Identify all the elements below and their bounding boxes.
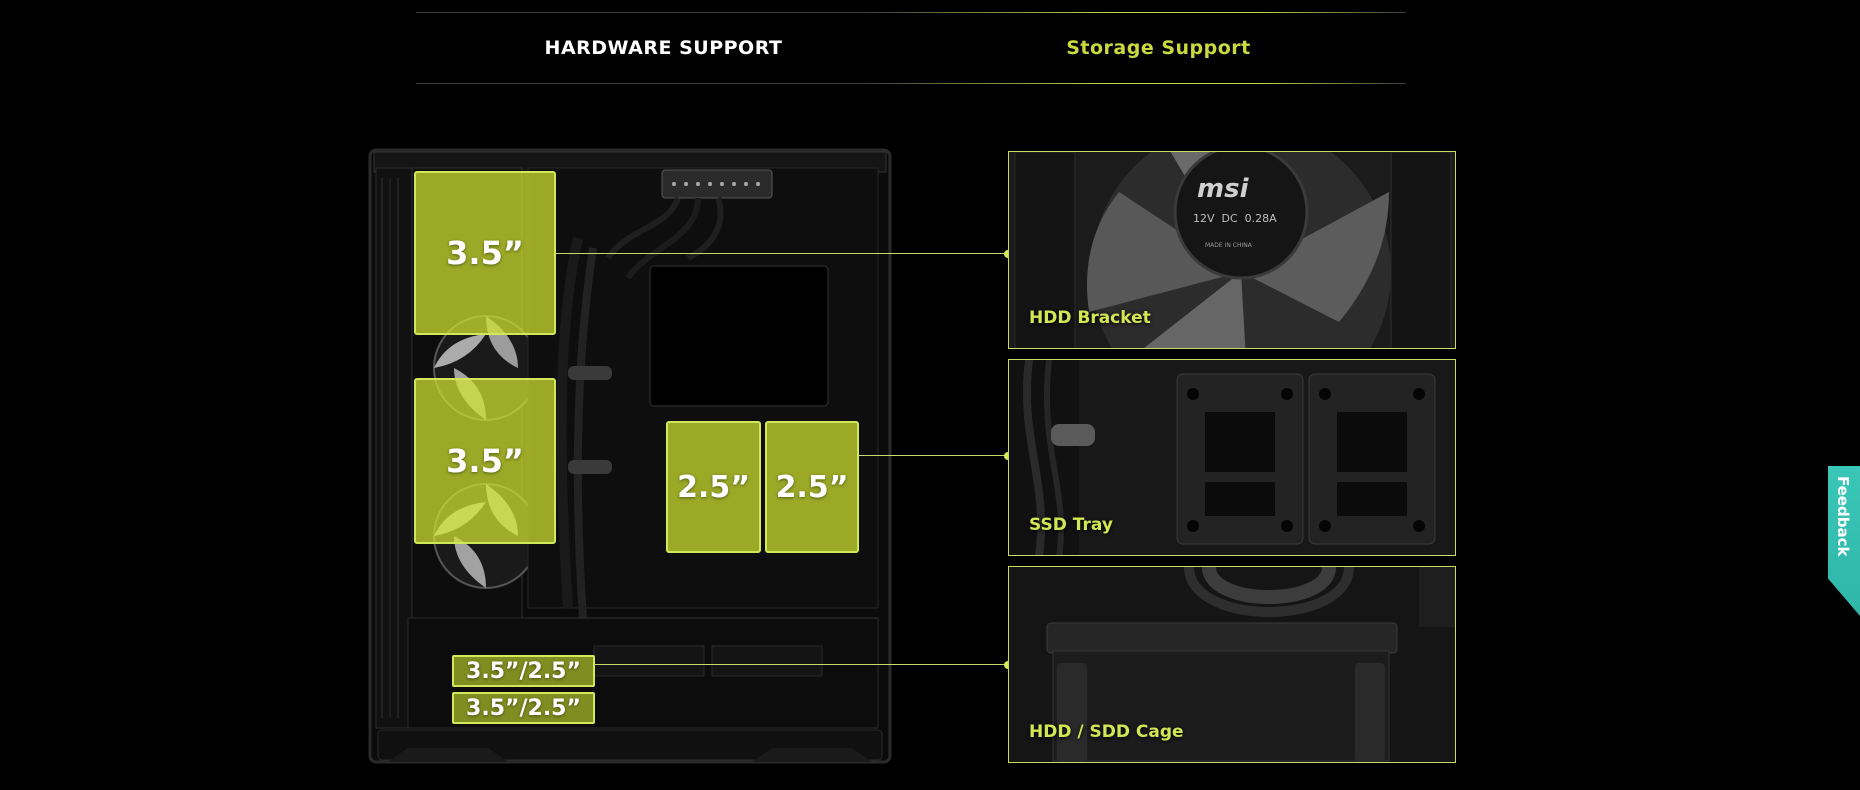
badge-cage-lower: 3.5”/2.5” <box>452 692 595 724</box>
tab-hardware-support[interactable]: HARDWARE SUPPORT <box>544 37 783 59</box>
fan-spec-text: 12V DC 0.28A <box>1193 212 1277 225</box>
badge-ssd-left: 2.5” <box>666 421 761 553</box>
feedback-tab[interactable]: Feedback <box>1828 466 1860 616</box>
tab-storage-support[interactable]: Storage Support <box>1066 37 1251 59</box>
connector-hdd-bracket <box>556 253 1008 254</box>
panel-hdd-cage: HDD / SDD Cage <box>1008 566 1456 763</box>
panel-hdd-bracket: msi 12V DC 0.28A MADE IN CHINA HDD Brack… <box>1008 151 1456 349</box>
hdd-cage-photo <box>1009 567 1455 762</box>
ssd-tray-photo <box>1009 360 1455 555</box>
feedback-label: Feedback <box>1834 476 1852 557</box>
badge-hdd-bracket-top: 3.5” <box>414 171 556 335</box>
panel-label-hdd-bracket: HDD Bracket <box>1029 308 1151 328</box>
tabs-top-divider <box>416 12 1406 13</box>
hdd-bracket-photo <box>1009 152 1455 348</box>
badge-cage-upper: 3.5”/2.5” <box>452 655 595 687</box>
fan-origin-text: MADE IN CHINA <box>1205 242 1252 249</box>
support-tabs: HARDWARE SUPPORT Storage Support <box>416 12 1406 84</box>
connector-ssd-tray <box>859 455 1008 456</box>
panel-label-hdd-cage: HDD / SDD Cage <box>1029 722 1184 742</box>
fan-brand-text: msi <box>1197 174 1249 204</box>
panel-ssd-tray: SSD Tray <box>1008 359 1456 556</box>
badge-ssd-right: 2.5” <box>765 421 859 553</box>
connector-hdd-cage <box>595 664 1008 665</box>
panel-label-ssd-tray: SSD Tray <box>1029 515 1113 535</box>
tabs-bottom-divider <box>416 83 1406 84</box>
badge-hdd-bracket-mid: 3.5” <box>414 378 556 544</box>
